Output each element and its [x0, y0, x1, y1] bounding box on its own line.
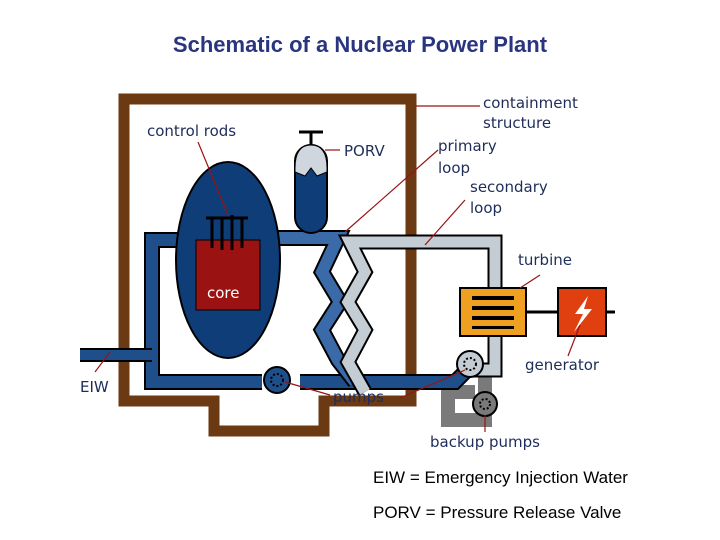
porv-valve [299, 130, 323, 145]
label-structure: structure [483, 114, 551, 132]
label-core: core [207, 284, 240, 302]
lightning-bolt-icon [574, 296, 592, 332]
page-title: Schematic of a Nuclear Power Plant [172, 32, 548, 57]
control-rods [206, 215, 248, 250]
primary-pump [263, 366, 291, 394]
secondary-pump [456, 350, 484, 378]
label-backup-pumps: backup pumps [430, 433, 540, 451]
legend-porv: PORV = Pressure Release Valve [373, 503, 622, 522]
backup-pump [472, 391, 498, 417]
label-generator: generator [525, 356, 600, 374]
label-control-rods: control rods [147, 122, 236, 140]
label-primary-loop: loop [438, 159, 470, 177]
label-secondary: secondary [470, 178, 548, 196]
leader-lines [94, 105, 581, 432]
label-porv: PORV [344, 142, 385, 160]
reactor-core [195, 239, 261, 311]
label-containment: containment [483, 94, 578, 112]
label-eiw: EIW [80, 378, 109, 396]
label-turbine: turbine [518, 251, 572, 269]
turbine-blades [472, 296, 514, 329]
pressurizer-steam [294, 144, 328, 177]
containment-wall [118, 93, 417, 437]
legend-eiw: EIW = Emergency Injection Water [373, 468, 628, 487]
label-pumps: pumps [333, 388, 384, 406]
label-secondary-loop: loop [470, 199, 502, 217]
label-primary: primary [438, 137, 497, 155]
